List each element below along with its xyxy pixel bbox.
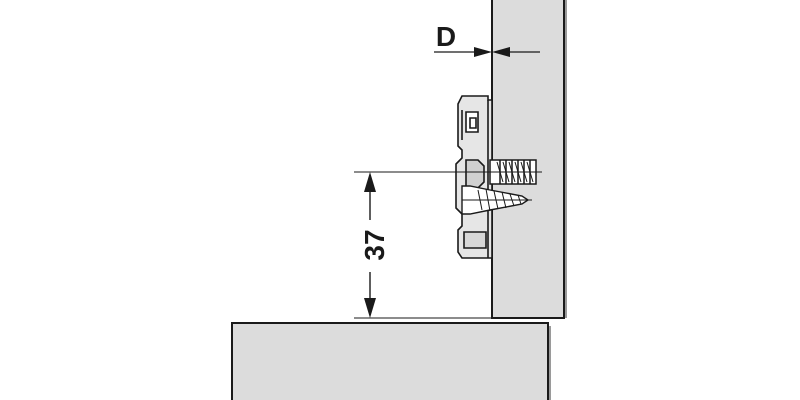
side-panel xyxy=(491,0,565,319)
dimension-d xyxy=(434,47,540,57)
dimension-37 xyxy=(364,172,376,318)
mounting-plate xyxy=(455,95,493,259)
bottom-panel xyxy=(231,322,549,400)
dimension-d-label: D xyxy=(436,21,456,52)
dimension-37-label: 37 xyxy=(359,229,390,260)
